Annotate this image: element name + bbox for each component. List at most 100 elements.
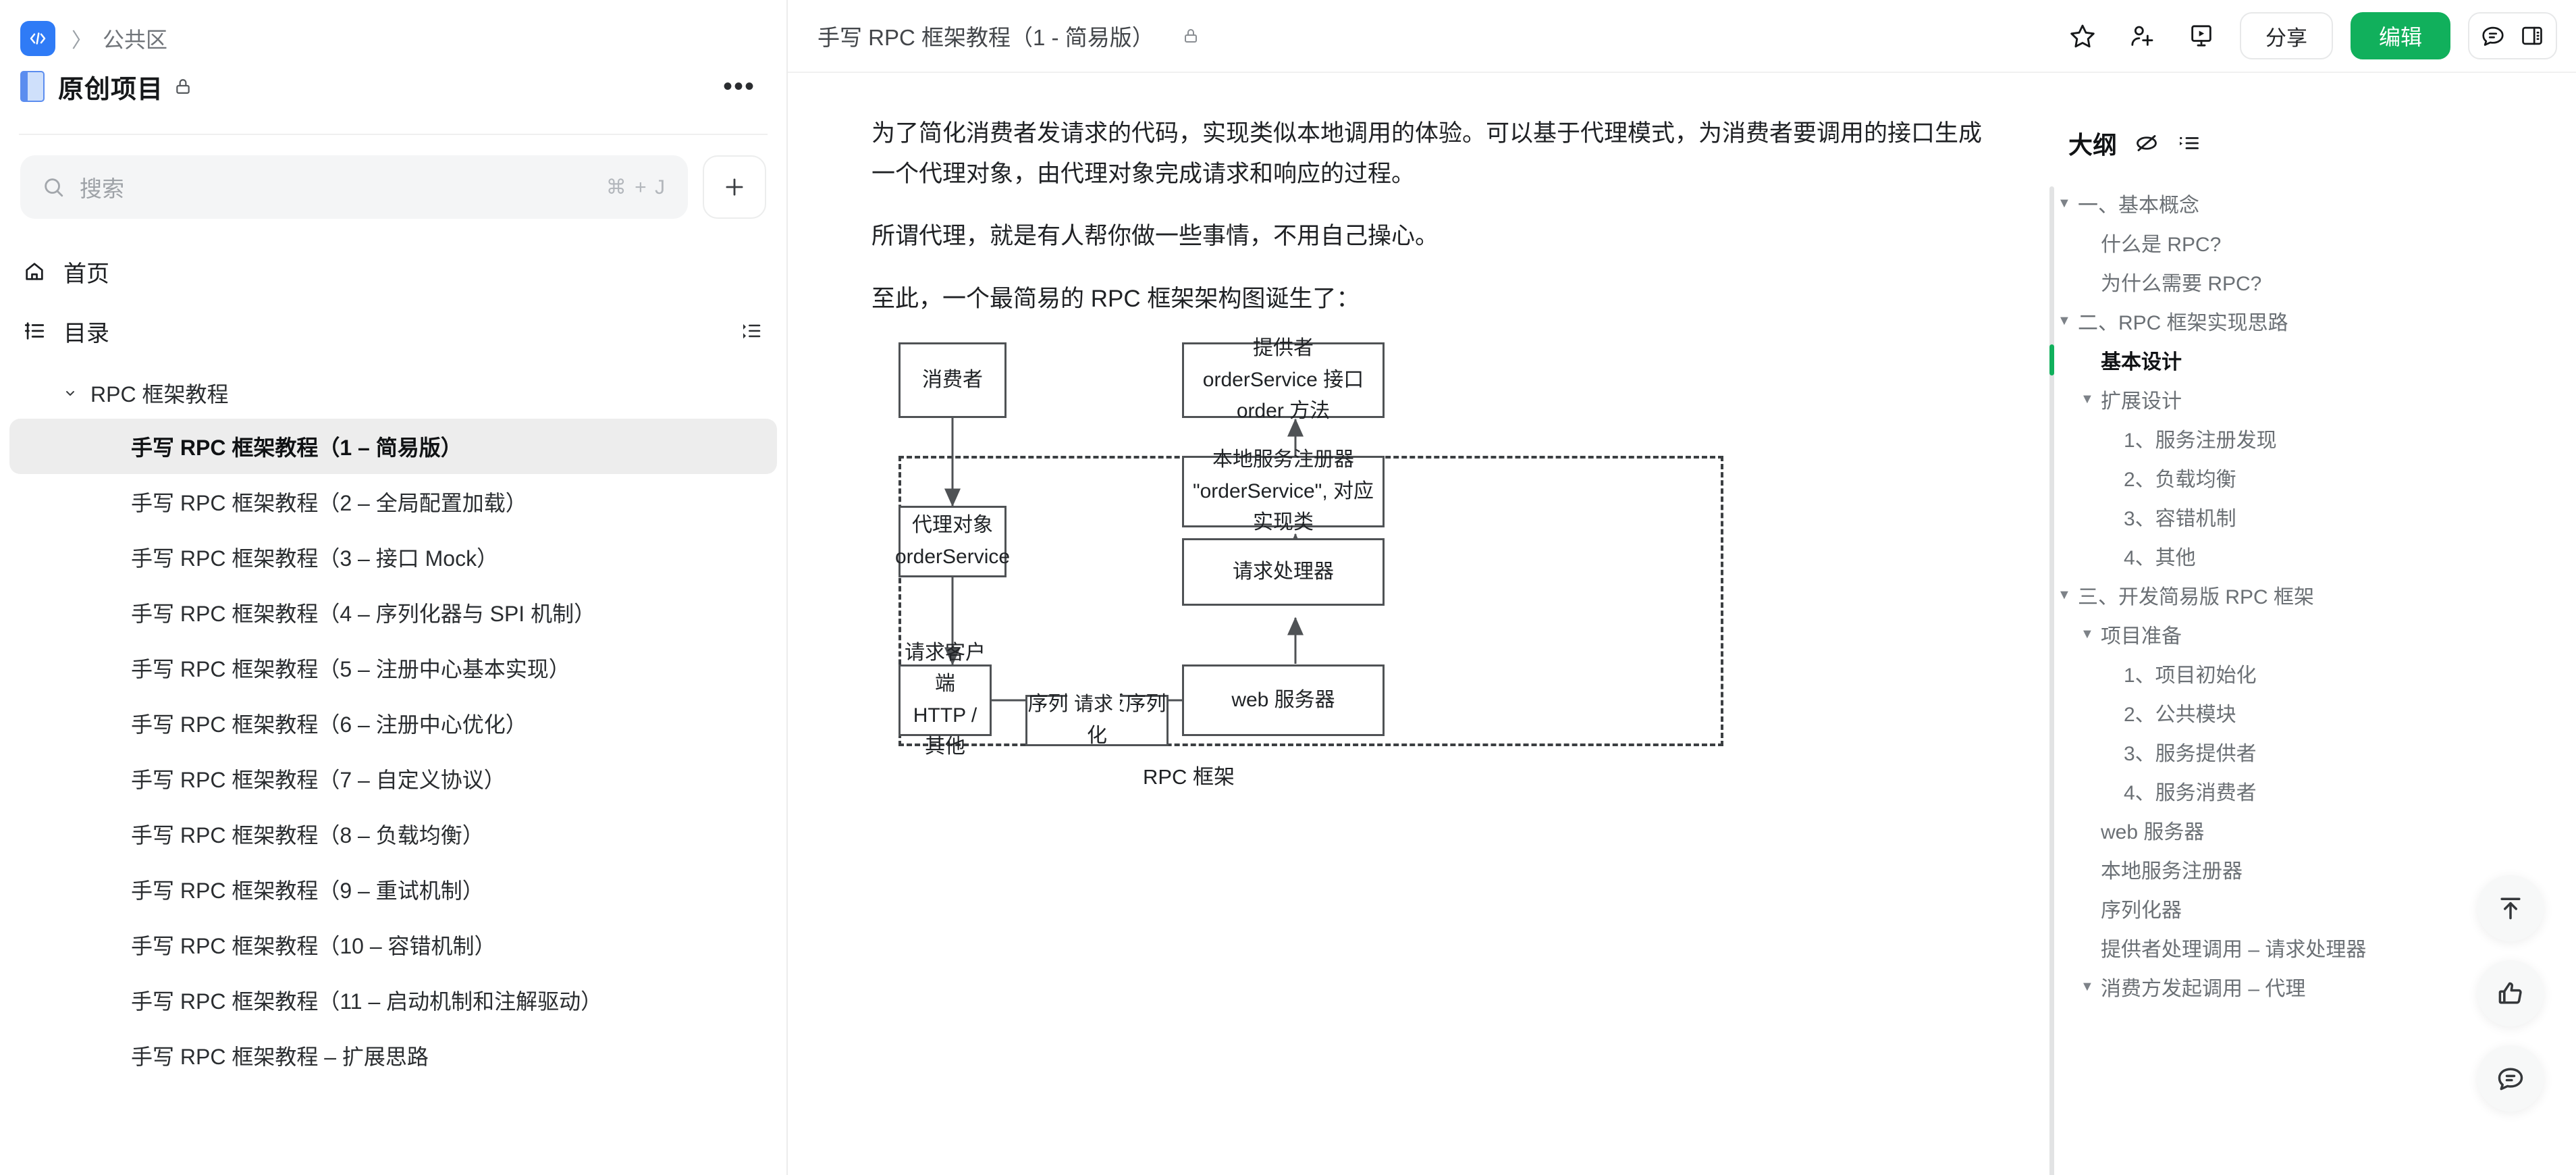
outline-item-label: 项目准备 <box>2101 625 2182 648</box>
sidebar-item-home[interactable]: 首页 <box>0 242 786 301</box>
outline-item-label: 二、RPC 框架实现思路 <box>2078 312 2288 334</box>
diagram-label: HTTP / 其他 <box>913 704 977 758</box>
search-icon <box>42 176 65 199</box>
add-document-button[interactable] <box>703 155 766 219</box>
outline-item[interactable]: ▼ 一、基本概念 <box>2043 184 2549 223</box>
diagram-label: "orderService", 对应实现类 <box>1192 479 1374 534</box>
outline-item[interactable]: 3、服务提供者 <box>2043 732 2549 771</box>
chevron-down-icon[interactable]: ▼ <box>2058 195 2071 211</box>
outline-item-label: 1、服务注册发现 <box>2124 429 2277 452</box>
chevron-down-icon[interactable]: ▼ <box>2058 587 2071 602</box>
chevron-down-icon[interactable]: ▼ <box>2081 626 2094 642</box>
outline-item[interactable]: 2、公共模块 <box>2043 693 2549 732</box>
outline-item[interactable]: 2、负载均衡 <box>2043 458 2549 497</box>
outline-item[interactable]: ▼ 二、RPC 框架实现思路 <box>2043 301 2549 340</box>
outline-item-label: 4、服务消费者 <box>2124 782 2257 804</box>
outline-item[interactable]: 序列化器 <box>2043 889 2549 928</box>
outline-item-label: web 服务器 <box>2101 821 2205 843</box>
outline-item-label: 序列化器 <box>2101 899 2182 922</box>
comment-icon[interactable] <box>2480 23 2506 49</box>
add-member-icon[interactable] <box>2121 15 2163 57</box>
sidebar-item-home-label: 首页 <box>63 261 109 287</box>
project-icon <box>20 71 45 102</box>
outline-item[interactable]: 为什么需要 RPC? <box>2043 262 2549 301</box>
outline-item[interactable]: 基本设计 <box>2043 340 2549 380</box>
comment-panel-group[interactable] <box>2468 12 2557 59</box>
outline-item[interactable]: 3、容错机制 <box>2043 497 2549 536</box>
present-icon[interactable] <box>2180 15 2222 57</box>
sidebar-doc-item[interactable]: 手写 RPC 框架教程（3 – 接口 Mock） <box>131 546 499 571</box>
outline-item[interactable]: 1、项目初始化 <box>2043 654 2549 693</box>
sidebar-doc-item[interactable]: 手写 RPC 框架教程（4 – 序列化器与 SPI 机制） <box>131 602 596 626</box>
sidebar-doc-item[interactable]: 手写 RPC 框架教程（7 – 自定义协议） <box>131 768 506 792</box>
edit-button[interactable]: 编辑 <box>2350 12 2450 59</box>
sidebar-doc-item[interactable]: 手写 RPC 框架教程（11 – 启动机制和注解驱动） <box>131 989 603 1014</box>
outline-item-label: 3、服务提供者 <box>2124 743 2257 765</box>
outline-item[interactable]: 什么是 RPC? <box>2043 223 2549 262</box>
outline-item[interactable]: 提供者处理调用 – 请求处理器 <box>2043 928 2549 967</box>
outline-item[interactable]: ▼扩展设计 <box>2043 380 2549 419</box>
outline-item-label: 3、容错机制 <box>2124 508 2236 530</box>
diagram-label: web 服务器 <box>1231 688 1335 711</box>
sidebar-doc-item[interactable]: 手写 RPC 框架教程（2 – 全局配置加载） <box>131 491 527 515</box>
scroll-to-top-icon[interactable] <box>2477 875 2544 941</box>
side-panel-icon[interactable] <box>2519 23 2545 49</box>
diagram-label: 提供者 <box>1253 337 1314 359</box>
sidebar-doc-item[interactable]: 手写 RPC 框架教程 – 扩展思路 <box>131 1045 429 1069</box>
tree-group-rpc[interactable]: RPC 框架教程 <box>0 367 786 419</box>
outline-item[interactable]: ▼消费方发起调用 – 代理 <box>2043 967 2549 1006</box>
outline-list-icon[interactable] <box>2176 131 2201 155</box>
breadcrumb-separator: 〉 <box>72 30 92 52</box>
comment-icon[interactable] <box>2477 1045 2544 1112</box>
diagram-label: 请求处理器 <box>1233 560 1334 583</box>
breadcrumb-workspace[interactable]: 公共区 <box>103 28 168 52</box>
outline-item[interactable]: ▼三、开发简易版 RPC 框架 <box>2043 575 2549 615</box>
sidebar-item-directory-label: 目录 <box>63 320 109 346</box>
sidebar-item-directory[interactable]: 目录 <box>0 301 786 361</box>
home-icon <box>23 260 46 283</box>
outline-item-label: 基本设计 <box>2101 351 2182 373</box>
outline-item[interactable]: web 服务器 <box>2043 810 2549 850</box>
paragraph-3: 至此，一个最简易的 RPC 框架架构图诞生了： <box>871 285 1360 312</box>
outline-item-label: 一、基本概念 <box>2078 194 2199 217</box>
chevron-down-icon[interactable]: ▼ <box>2058 313 2071 328</box>
architecture-diagram: 消费者 提供者 orderService 接口 order 方法 代理对象 or… <box>871 337 1992 795</box>
project-title: 原创项目 <box>58 75 164 104</box>
diagram-label: 消费者 <box>922 368 983 391</box>
outline-scroll-track[interactable] <box>2049 186 2054 1175</box>
search-shortcut: ⌘ + J <box>606 176 666 199</box>
collapse-list-icon[interactable] <box>741 320 762 342</box>
workspace-logo-icon[interactable] <box>20 21 55 56</box>
outline-item[interactable]: ▼ 项目准备 <box>2043 615 2549 654</box>
outline-item[interactable]: 4、服务消费者 <box>2043 771 2549 810</box>
sidebar-doc-item[interactable]: 手写 RPC 框架教程（8 – 负载均衡） <box>131 823 484 847</box>
diagram-box-proxy: 代理对象 orderService <box>895 505 1010 577</box>
diagram-label: orderService 接口 <box>1202 368 1364 391</box>
project-more-button[interactable]: ••• <box>722 72 755 101</box>
outline-item[interactable]: 1、服务注册发现 <box>2043 419 2549 458</box>
sidebar-doc-item[interactable]: 手写 RPC 框架教程（10 – 容错机制） <box>131 934 496 958</box>
sidebar-doc-item[interactable]: 手写 RPC 框架教程（5 – 注册中心基本实现） <box>131 657 570 681</box>
sidebar-doc-item[interactable]: 手写 RPC 框架教程（1 – 简易版） <box>9 419 777 474</box>
diagram-edge-label-request: 请求 <box>1067 687 1121 716</box>
chevron-down-icon[interactable]: ▼ <box>2081 391 2094 407</box>
diagram-caption: RPC 框架 <box>1142 764 1235 789</box>
outline-item[interactable]: 4、其他 <box>2043 536 2549 575</box>
lock-icon <box>1183 26 1199 45</box>
star-icon[interactable] <box>2062 15 2103 57</box>
main-area: 手写 RPC 框架教程（1 - 简易版） 分享 编辑 <box>788 0 2576 1175</box>
document-tree: RPC 框架教程 手写 RPC 框架教程（1 – 简易版） 手写 RPC 框架教程… <box>0 361 786 1083</box>
search-input[interactable]: 搜索 ⌘ + J <box>20 155 688 219</box>
sidebar-doc-item[interactable]: 手写 RPC 框架教程（9 – 重试机制） <box>131 879 484 903</box>
share-button[interactable]: 分享 <box>2239 12 2333 59</box>
top-bar: 手写 RPC 框架教程（1 - 简易版） 分享 编辑 <box>788 0 2576 73</box>
thumbs-up-icon[interactable] <box>2477 960 2544 1026</box>
outline-panel: 大纲 ▼一、基本概念什么是 RPC?为什么需要 RPC?▼二、RPC 框架实现思… <box>2043 73 2576 1175</box>
outline-item[interactable]: 本地服务注册器 <box>2043 850 2549 889</box>
sidebar-doc-item[interactable]: 手写 RPC 框架教程（6 – 注册中心优化） <box>131 712 527 737</box>
left-sidebar: 〉 公共区 原创项目 ••• 搜索 ⌘ + J <box>0 0 788 1175</box>
diagram-label: 请求客户端 <box>905 641 986 696</box>
chevron-down-icon[interactable]: ▼ <box>2081 978 2094 994</box>
eye-off-icon[interactable] <box>2135 131 2159 155</box>
